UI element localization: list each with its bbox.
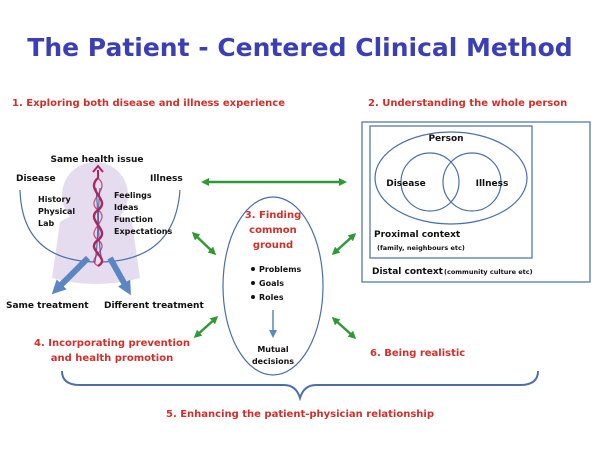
bullet-icon xyxy=(251,295,255,299)
person-ellipse xyxy=(374,131,528,225)
same-treatment-label: Same treatment xyxy=(6,301,89,311)
common-ground-bullet: Roles xyxy=(259,293,284,302)
mutual-decisions-line: decisions xyxy=(252,357,294,366)
person-label: Person xyxy=(428,134,463,144)
bullet-icon xyxy=(251,281,255,285)
helix-icon xyxy=(92,164,104,268)
illness-outline xyxy=(97,187,181,263)
c4-to-c3-arrow-icon xyxy=(193,315,219,339)
illness-item: Ideas xyxy=(114,203,139,212)
relationship-brace xyxy=(61,370,539,402)
component5-heading: 5. Enhancing the patient-physician relat… xyxy=(166,409,434,420)
disease-item: Physical xyxy=(38,207,75,216)
illness-item: Function xyxy=(114,215,153,224)
component1-heading: 1. Exploring both disease and illness ex… xyxy=(12,98,285,109)
mutual-decisions-line: Mutual xyxy=(257,345,289,354)
component3-heading-line: ground xyxy=(253,240,293,251)
different-treatment-arrow-icon xyxy=(107,256,131,296)
common-ground-ellipse xyxy=(222,196,324,376)
component3-heading-line: common xyxy=(249,225,297,236)
component6-heading: 6. Being realistic xyxy=(370,348,465,359)
disease-circle xyxy=(400,152,460,212)
human-figure-icon xyxy=(52,162,140,284)
component4-heading-line: 4. Incorporating prevention xyxy=(34,338,190,349)
c2-disease-label: Disease xyxy=(386,179,426,189)
illness-item: Feelings xyxy=(114,191,152,200)
disease-item: Lab xyxy=(38,219,54,228)
c6-to-c3-arrow-icon xyxy=(331,316,357,340)
disease-item: History xyxy=(38,195,71,204)
common-ground-bullet: Goals xyxy=(259,279,284,288)
different-treatment-label: Different treatment xyxy=(104,301,204,311)
c1-disease-label: Disease xyxy=(16,174,56,184)
distal-context-box xyxy=(361,121,591,283)
disease-outline xyxy=(19,187,99,263)
component4-heading-line: and health promotion xyxy=(51,353,173,364)
bullet-icon xyxy=(251,267,255,271)
component4-heading: 4. Incorporating prevention and health pr… xyxy=(34,338,190,364)
common-ground-bullet: Problems xyxy=(259,265,302,274)
component3-heading-line: 3. Finding xyxy=(245,210,301,221)
c2-illness-label: Illness xyxy=(476,179,509,189)
c1-illness-label: Illness xyxy=(150,174,183,184)
proximal-context-note: (family, neighbours etc) xyxy=(377,244,465,252)
component3-heading: 3. Finding common ground xyxy=(245,210,301,251)
illness-item: Expectations xyxy=(114,227,173,236)
same-treatment-arrow-icon xyxy=(51,255,91,295)
illness-circle xyxy=(442,152,502,212)
mutual-decisions-label: Mutual decisions xyxy=(252,345,294,366)
proximal-context-box xyxy=(369,125,533,259)
page-title: The Patient - Centered Clinical Method xyxy=(27,33,572,62)
distal-context-note: (community culture etc) xyxy=(444,268,533,276)
c1-to-c3-arrow-icon xyxy=(191,231,217,256)
component2-heading: 2. Understanding the whole person xyxy=(368,98,567,109)
same-health-issue-label: Same health issue xyxy=(51,155,144,165)
c2-to-c3-arrow-icon xyxy=(331,232,357,256)
distal-context-label: Distal context xyxy=(372,267,444,277)
proximal-context-label: Proximal context xyxy=(374,230,461,240)
